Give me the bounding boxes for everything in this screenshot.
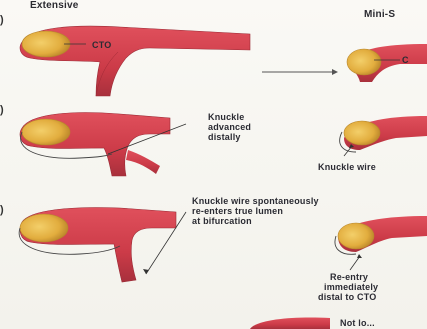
spontaneous-line2: re-enters true lumen [192,206,283,216]
reentry-line2: immediately [324,282,378,292]
reentry-line1: Re-entry [330,272,368,282]
knuckle-advanced-line2: advanced [208,122,251,132]
row2-left-vessel [20,113,186,176]
spontaneous-line3: at bifurcation [192,216,252,226]
cto-label-partial: C [402,55,409,65]
row-mark-2: ) [0,104,4,116]
bottom-partial-label: Not lo... [340,318,375,328]
cto-label: CTO [92,40,111,50]
reentry-line3: distal to CTO [318,292,376,302]
header-mini: Mini-S [364,10,395,20]
header-extensive: Extensive [30,1,79,11]
row1-left-vessel [20,26,250,96]
row1-occlusion [22,31,70,57]
row1-right-vessel [347,44,427,82]
row-mark-1: ) [0,14,4,26]
transition-arrow [262,69,338,75]
spontaneous-line1: Knuckle wire spontaneously [192,196,319,206]
row4-partial-vessel [250,317,330,329]
knuckle-wire-label: Knuckle wire [318,162,376,172]
row3-right-vessel [335,216,427,270]
row-mark-3: ) [0,204,4,216]
knuckle-advanced-line3: distally [208,132,241,142]
row2-right-vessel [340,116,427,156]
row3-left-vessel [19,208,186,282]
knuckle-advanced-line1: Knuckle [208,112,244,122]
